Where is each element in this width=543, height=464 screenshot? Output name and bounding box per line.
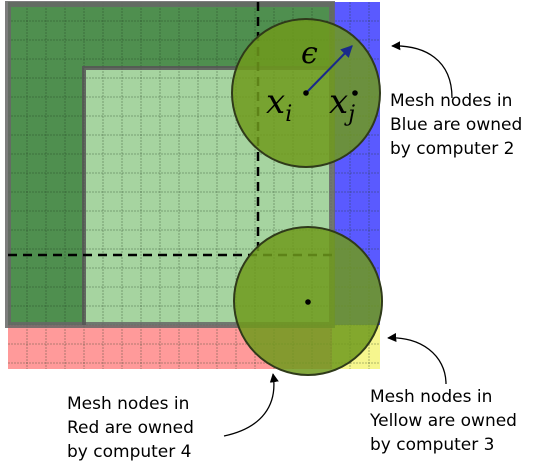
blue-callout-arrow (391, 41, 453, 99)
red-callout-arrow (223, 373, 279, 437)
epsilon-radius-arrow (305, 45, 353, 94)
red-ownership-callout: Mesh nodes in Red are owned by computer … (67, 392, 194, 464)
callout-line: Blue are owned (390, 115, 523, 135)
node-xi-point (303, 90, 309, 96)
xj-label: xj (329, 82, 355, 127)
callout-line: Mesh nodes in (390, 91, 513, 111)
callout-line: Yellow are owned (370, 411, 517, 431)
callout-line: Red are owned (67, 418, 194, 438)
callout-line: by computer 3 (370, 435, 495, 455)
callout-line: by computer 4 (67, 442, 192, 462)
callout-line: by computer 2 (390, 139, 515, 159)
lower-node-point (305, 299, 311, 305)
epsilon-label: ϵ (301, 36, 318, 71)
node-xj-point (352, 90, 358, 96)
yellow-callout-arrow (387, 332, 447, 385)
callout-line: Mesh nodes in (370, 387, 493, 407)
yellow-ownership-callout: Mesh nodes in Yellow are owned by comput… (370, 385, 517, 457)
blue-ownership-callout: Mesh nodes in Blue are owned by computer… (390, 89, 522, 161)
xi-label: xi (266, 82, 292, 127)
outer-partition-border (5, 1, 335, 328)
callout-line: Mesh nodes in (67, 394, 190, 414)
